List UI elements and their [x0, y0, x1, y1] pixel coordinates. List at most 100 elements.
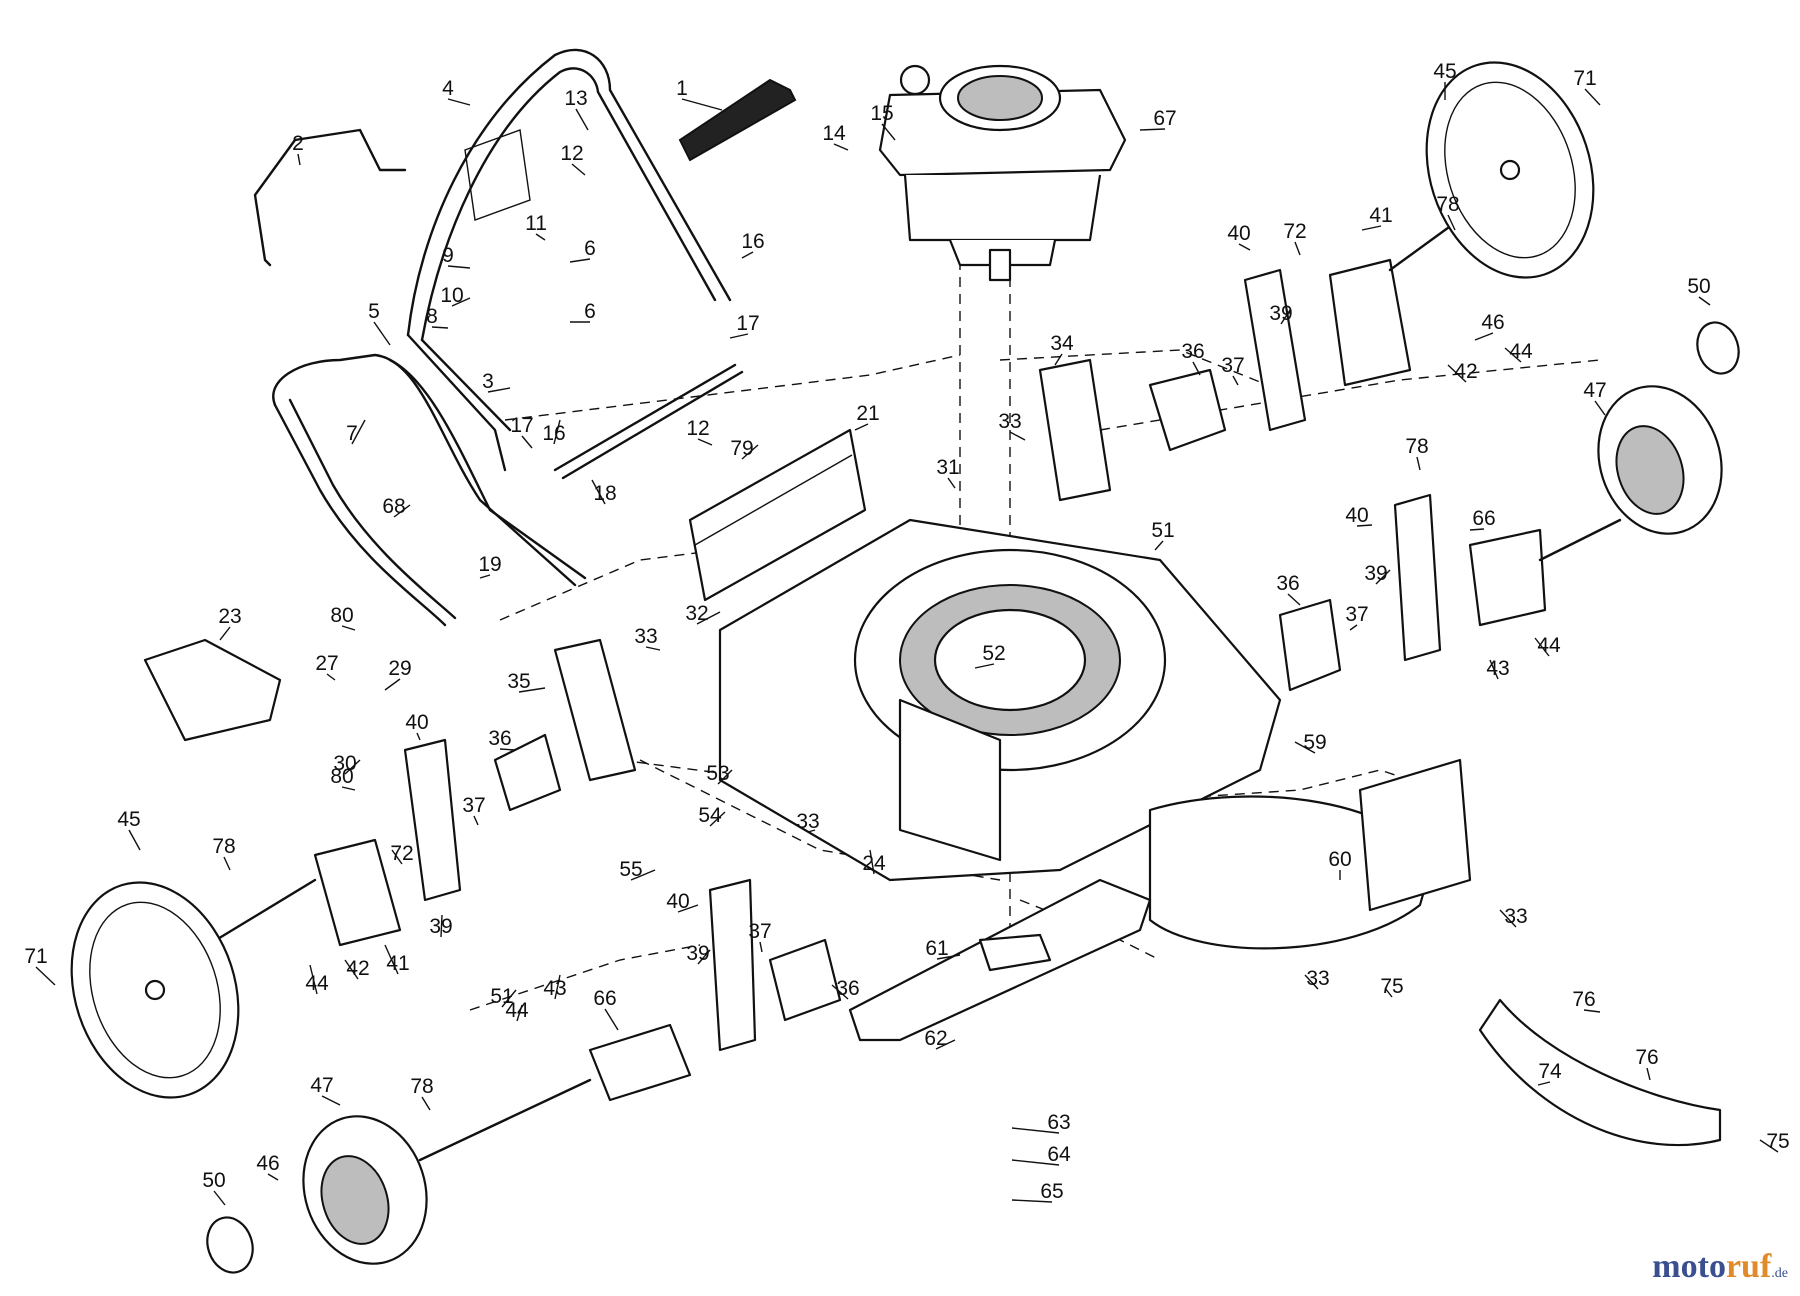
part-number-label: 17 [736, 312, 759, 335]
part-number-label: 76 [1572, 988, 1595, 1011]
part-number-label: 39 [429, 915, 452, 938]
part-callout-47: 47 [310, 1074, 341, 1106]
leader-line [1537, 1081, 1551, 1086]
part-callout-16: 16 [542, 419, 566, 445]
part-callout-17: 17 [510, 414, 534, 449]
part-number-label: 2 [292, 132, 304, 155]
part-number-label: 24 [862, 852, 886, 875]
part-number-label: 29 [388, 657, 411, 680]
part-number-label: 80 [330, 604, 353, 627]
part-callout-40: 40 [666, 890, 699, 913]
part-number-label: 71 [24, 945, 47, 968]
part-callout-44: 44 [305, 964, 329, 995]
part-callout-64: 64 [1011, 1143, 1071, 1166]
leader-line [1054, 353, 1063, 366]
part-number-label: 6 [584, 237, 596, 260]
part-number-label: 78 [410, 1075, 433, 1098]
part-callout-33: 33 [796, 810, 819, 833]
part-callout-23: 23 [218, 605, 242, 641]
leader-line [1447, 214, 1456, 231]
part-number-label: 74 [1538, 1060, 1562, 1083]
part-callout-80: 80 [330, 604, 356, 631]
leader-line [1474, 332, 1494, 341]
part-callout-50: 50 [202, 1169, 226, 1206]
leader-line [326, 673, 336, 681]
leader-line [1287, 593, 1301, 606]
part-callout-16: 16 [741, 230, 765, 259]
part-callout-52: 52 [974, 642, 1006, 669]
part-number-label: 33 [634, 625, 657, 648]
part-number-label: 50 [1687, 275, 1710, 298]
part-callout-2: 2 [292, 132, 304, 166]
part-number-label: 16 [741, 230, 764, 253]
drawing-lines [70, 48, 1740, 1274]
leader-line [431, 326, 449, 329]
part-callout-45: 45 [1433, 60, 1457, 100]
leader-line [1280, 309, 1291, 325]
leader-line [1489, 659, 1499, 680]
part-callout-46: 46 [256, 1152, 280, 1181]
leader-line [440, 914, 443, 938]
part-callout-75: 75 [1380, 975, 1403, 998]
part-number-label: 66 [593, 987, 616, 1010]
part-number-label: 42 [1454, 360, 1477, 383]
part-number-label: 72 [1283, 220, 1306, 243]
part-callout-80: 80 [330, 765, 356, 791]
leader-line [936, 954, 961, 960]
part-number-label: 80 [330, 765, 353, 788]
leader-line [416, 732, 421, 741]
part-number-label: 44 [305, 972, 329, 995]
part-number-label: 9 [442, 244, 454, 267]
leader-line [1349, 624, 1358, 631]
part-number-label: 30 [333, 752, 356, 775]
part-callout-47: 47 [1583, 379, 1607, 416]
leader-line [591, 479, 606, 505]
part-number-label: 41 [386, 952, 409, 975]
part-callout-33: 33 [1499, 905, 1528, 928]
part-callout-12: 12 [560, 142, 586, 176]
part-number-label: 63 [1047, 1111, 1070, 1134]
part-callout-18: 18 [591, 479, 617, 505]
part-number-label: 67 [1153, 107, 1176, 130]
part-number-label: 40 [666, 890, 689, 913]
part-callout-78: 78 [1405, 435, 1429, 471]
part-callout-3: 3 [482, 370, 511, 393]
watermark-brand-ruf: ruf [1725, 1248, 1772, 1285]
part-callout-29: 29 [384, 657, 412, 691]
part-number-label: 33 [796, 810, 819, 833]
leader-line [807, 829, 816, 833]
part-number-label: 75 [1380, 975, 1403, 998]
leader-line [696, 611, 721, 625]
leader-line [1384, 987, 1393, 998]
part-number-label: 27 [315, 652, 338, 675]
part-number-label: 68 [382, 495, 405, 518]
part-number-label: 78 [212, 835, 235, 858]
part-callout-79: 79 [730, 437, 759, 460]
leader-line [447, 98, 471, 106]
motoruf-watermark-logo: motoruf.de [1652, 1248, 1788, 1286]
part-callout-41: 41 [384, 944, 410, 975]
part-number-label: 41 [1369, 204, 1392, 227]
part-callout-36: 36 [1276, 572, 1301, 606]
part-callout-39: 39 [1364, 562, 1391, 585]
leader-line [569, 258, 591, 263]
part-number-label: 55 [619, 858, 642, 881]
leader-line [1469, 528, 1485, 531]
leader-line [518, 687, 546, 693]
part-number-label: 78 [1405, 435, 1428, 458]
leader-line [393, 504, 411, 518]
part-number-label: 17 [510, 414, 533, 437]
part-callout-44: 44 [1504, 340, 1533, 363]
part-number-label: 42 [346, 957, 369, 980]
leader-line [213, 1190, 226, 1206]
part-callout-40: 40 [1345, 504, 1373, 527]
part-callout-50: 50 [1687, 275, 1711, 306]
part-callout-39: 39 [429, 914, 453, 938]
leader-line [645, 646, 661, 651]
part-number-label: 39 [1364, 562, 1387, 585]
leader-line [487, 387, 511, 393]
leader-line [1534, 637, 1550, 657]
part-number-label: 14 [822, 122, 846, 145]
part-callout-63: 63 [1011, 1111, 1071, 1134]
